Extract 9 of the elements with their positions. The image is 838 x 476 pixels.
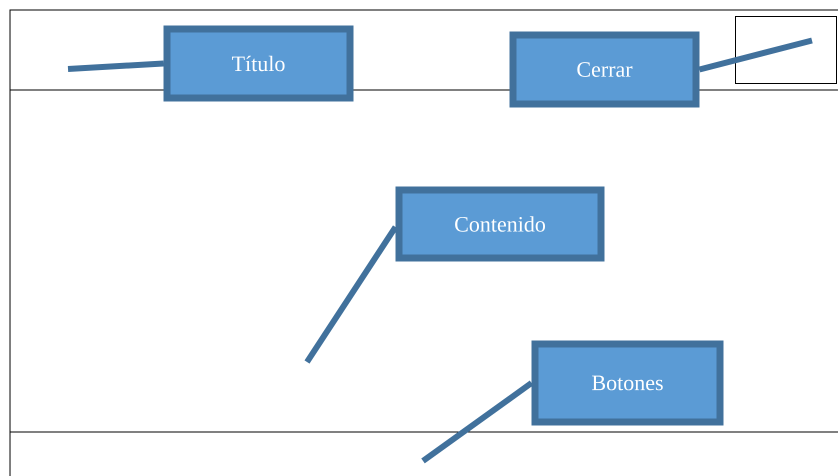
leader-line — [68, 60, 164, 72]
callout-box: Título — [164, 26, 354, 102]
close-button-box — [735, 16, 837, 84]
callout-box: Botones — [532, 340, 724, 426]
leader-line — [698, 38, 813, 72]
callout-box: Cerrar — [510, 32, 700, 108]
callout-box: Contenido — [396, 186, 604, 262]
leader-line — [421, 380, 534, 464]
leader-line — [304, 225, 398, 364]
